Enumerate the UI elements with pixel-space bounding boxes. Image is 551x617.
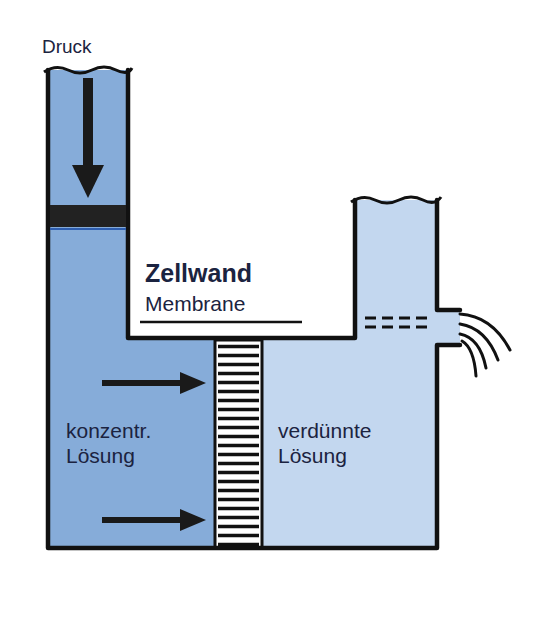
membrane-part: ZellwandMembrane — [145, 258, 305, 318]
flow-arrow — [102, 380, 182, 386]
flow-arrow — [102, 517, 182, 523]
pressure-arrow-head — [72, 165, 104, 198]
dilute-chamber: verdünnte Lösung — [278, 418, 403, 473]
piston — [50, 205, 126, 227]
label-underline — [140, 321, 302, 324]
membrane-hatch — [215, 340, 262, 548]
water-jet — [462, 341, 476, 376]
open-top — [44, 67, 132, 73]
vessel-wall — [48, 70, 460, 548]
flow-arrow-head — [180, 372, 206, 394]
pressure-label: Druck — [42, 36, 92, 58]
part-name: Membrane — [145, 291, 305, 316]
part-heading: Zellwand — [145, 258, 305, 288]
open-top — [351, 197, 441, 203]
outlet-dash — [365, 317, 432, 320]
pressure-arrow — [83, 78, 93, 168]
outlet-dash — [365, 326, 432, 329]
solution-label: verdünnte Lösung — [278, 418, 403, 468]
flow-arrow-head — [180, 509, 206, 531]
concentrated-chamber: konzentr. Lösung — [66, 418, 186, 473]
dilute-fill — [262, 200, 460, 548]
solution-label: konzentr. Lösung — [66, 418, 186, 468]
liquid-level — [50, 228, 126, 230]
